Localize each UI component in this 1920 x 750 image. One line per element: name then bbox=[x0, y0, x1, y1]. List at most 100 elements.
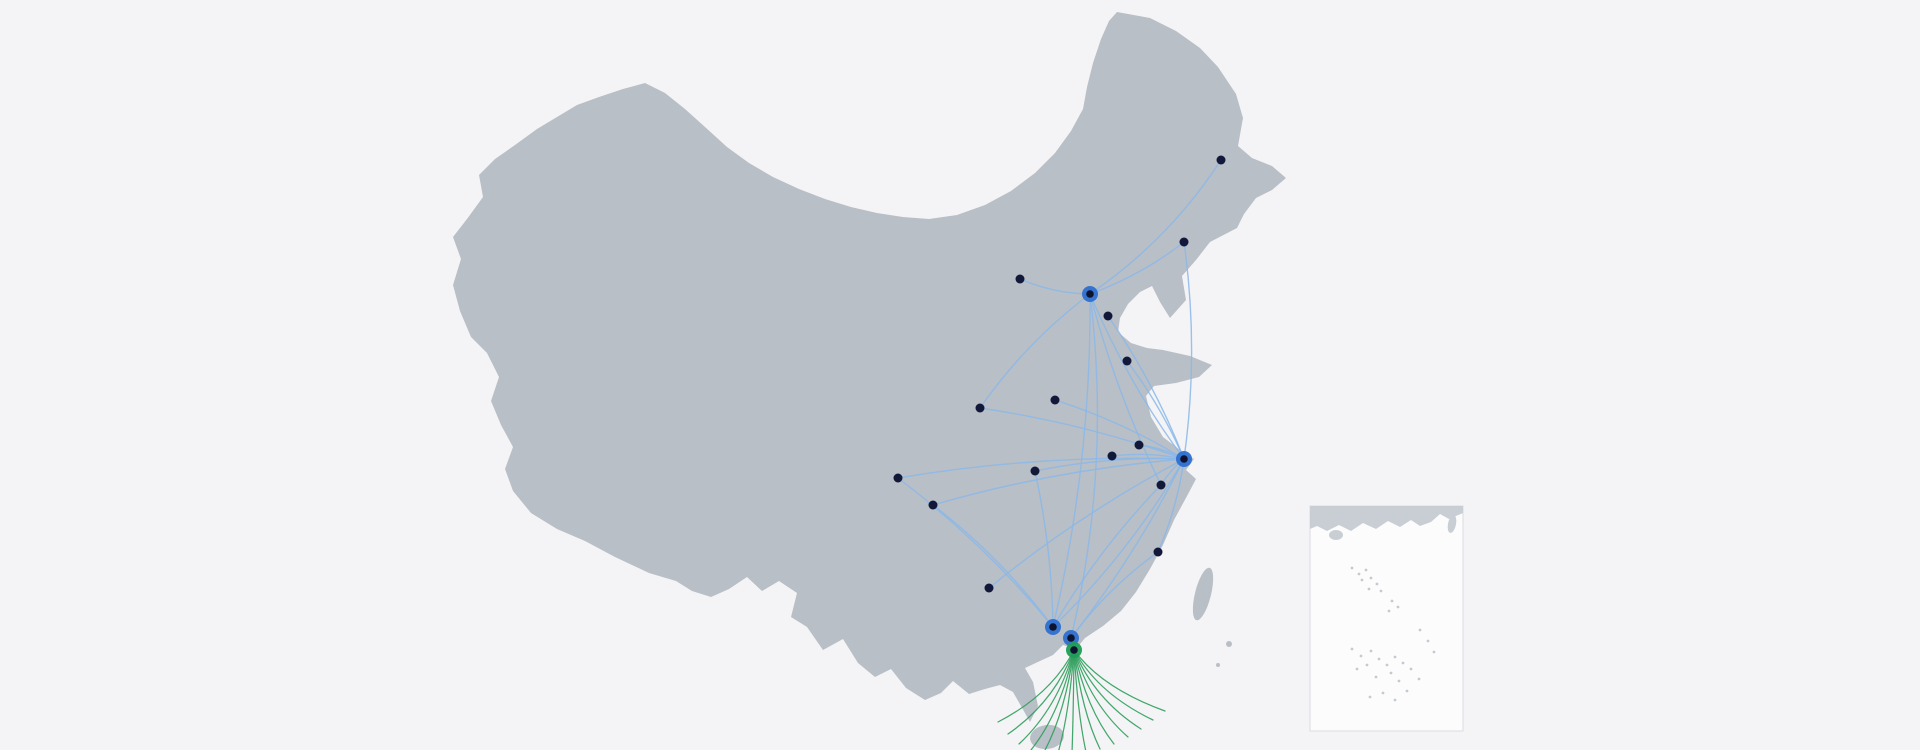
city-marker[interactable] bbox=[1107, 451, 1117, 461]
inset-island-dot bbox=[1365, 663, 1369, 667]
hub-marker-green[interactable] bbox=[1066, 642, 1082, 658]
domestic-route-line bbox=[1126, 360, 1185, 460]
domestic-route-line bbox=[1052, 293, 1091, 628]
international-route-line bbox=[1073, 649, 1115, 745]
inset-island-dot bbox=[1364, 568, 1368, 572]
inset-island-dot bbox=[1396, 605, 1400, 609]
inset-island-dot bbox=[1377, 657, 1381, 661]
city-marker[interactable] bbox=[1153, 547, 1163, 557]
domestic-route-line bbox=[1070, 551, 1159, 639]
international-route-line bbox=[1007, 649, 1075, 735]
international-route-line bbox=[1071, 649, 1075, 750]
china-landmass bbox=[453, 12, 1286, 722]
international-route-line bbox=[1044, 649, 1075, 750]
domestic-route-line bbox=[897, 477, 1054, 628]
inset-island-dot bbox=[1397, 679, 1401, 683]
hub-marker-blue[interactable] bbox=[1082, 286, 1098, 302]
domestic-route-line bbox=[932, 504, 1054, 628]
domestic-route-line bbox=[1034, 457, 1185, 472]
domestic-route-line bbox=[1054, 399, 1185, 460]
inset-island-dot bbox=[1389, 671, 1393, 675]
international-route-line bbox=[1073, 649, 1142, 730]
city-marker[interactable] bbox=[1179, 237, 1189, 247]
city-markers-layer bbox=[893, 155, 1226, 593]
hub-marker-blue[interactable] bbox=[1045, 619, 1061, 635]
inset-minor-islands-layer bbox=[1329, 515, 1457, 540]
inset-island-dot bbox=[1374, 675, 1378, 679]
inset-island-dot bbox=[1387, 609, 1391, 613]
domestic-route-line bbox=[1183, 241, 1193, 460]
inset-island-dot bbox=[1393, 698, 1397, 702]
inset-island-dot bbox=[1375, 582, 1379, 586]
hub-core-dot bbox=[1067, 634, 1075, 642]
inset-island-shape bbox=[1447, 515, 1457, 533]
city-marker[interactable] bbox=[1122, 356, 1132, 366]
island-shape bbox=[1226, 641, 1232, 647]
hub-marker-blue[interactable] bbox=[1176, 451, 1192, 467]
international-route-line bbox=[1030, 649, 1075, 750]
city-marker[interactable] bbox=[975, 403, 985, 413]
city-marker[interactable] bbox=[1015, 274, 1025, 284]
hub-marker-blue[interactable] bbox=[1063, 630, 1079, 646]
domestic-route-line bbox=[1089, 293, 1185, 460]
city-marker[interactable] bbox=[1030, 466, 1040, 476]
mainland-layer bbox=[453, 12, 1286, 750]
international-route-line bbox=[1058, 649, 1075, 750]
city-marker[interactable] bbox=[1216, 155, 1226, 165]
city-marker[interactable] bbox=[893, 473, 903, 483]
inset-islands-layer bbox=[1350, 566, 1436, 702]
minor-islands-layer bbox=[1030, 567, 1232, 750]
domestic-route-line bbox=[1052, 484, 1162, 628]
inset-island-dot bbox=[1418, 628, 1422, 632]
inset-frame bbox=[1309, 505, 1464, 732]
international-route-line bbox=[1073, 649, 1166, 712]
city-marker[interactable] bbox=[1103, 311, 1113, 321]
inset-coastline bbox=[1310, 506, 1463, 531]
inset-island-dot bbox=[1379, 589, 1383, 593]
domestic-route-line bbox=[1157, 458, 1185, 553]
international-route-line bbox=[997, 649, 1075, 723]
inset-island-dot bbox=[1432, 650, 1436, 654]
inset-island-dot bbox=[1369, 576, 1373, 580]
domestic-route-line bbox=[1089, 241, 1185, 295]
inset-island-dot bbox=[1385, 663, 1389, 667]
hub-markers-layer bbox=[1045, 286, 1192, 658]
inset-island-dot bbox=[1359, 654, 1363, 658]
island-shape bbox=[1216, 663, 1220, 667]
city-marker[interactable] bbox=[1050, 395, 1060, 405]
inset-island-dot bbox=[1350, 566, 1354, 570]
inset-island-dot bbox=[1393, 655, 1397, 659]
inset-island-dot bbox=[1426, 639, 1430, 643]
city-marker[interactable] bbox=[928, 500, 938, 510]
inset-island-dot bbox=[1367, 587, 1371, 591]
hub-core-dot bbox=[1049, 623, 1057, 631]
international-route-line bbox=[1018, 649, 1075, 745]
domestic-route-line bbox=[932, 458, 1185, 506]
international-route-line bbox=[1073, 649, 1129, 738]
domestic-route-line bbox=[1070, 293, 1099, 639]
domestic-route-line bbox=[979, 293, 1091, 409]
inset-island-dot bbox=[1355, 667, 1359, 671]
inset-island-dot bbox=[1381, 691, 1385, 695]
city-marker[interactable] bbox=[984, 583, 994, 593]
inset-island-dot bbox=[1368, 695, 1372, 699]
inset-island-dot bbox=[1405, 689, 1409, 693]
domestic-route-line bbox=[1034, 470, 1054, 628]
city-marker[interactable] bbox=[1156, 480, 1166, 490]
inset-island-dot bbox=[1409, 667, 1413, 671]
domestic-route-line bbox=[1089, 159, 1222, 295]
domestic-route-line bbox=[979, 407, 1185, 460]
inset-island-dot bbox=[1390, 599, 1394, 603]
hub-core-dot bbox=[1180, 455, 1188, 463]
island-shape bbox=[1030, 724, 1064, 750]
international-route-line bbox=[1073, 649, 1087, 750]
city-marker[interactable] bbox=[1134, 440, 1144, 450]
hub-core-dot bbox=[1086, 290, 1094, 298]
inset-island-dot bbox=[1417, 677, 1421, 681]
inset-island-dot bbox=[1357, 572, 1361, 576]
inset-island-dot bbox=[1360, 578, 1364, 582]
international-route-line bbox=[1073, 649, 1154, 721]
inset-island-dot bbox=[1350, 647, 1354, 651]
